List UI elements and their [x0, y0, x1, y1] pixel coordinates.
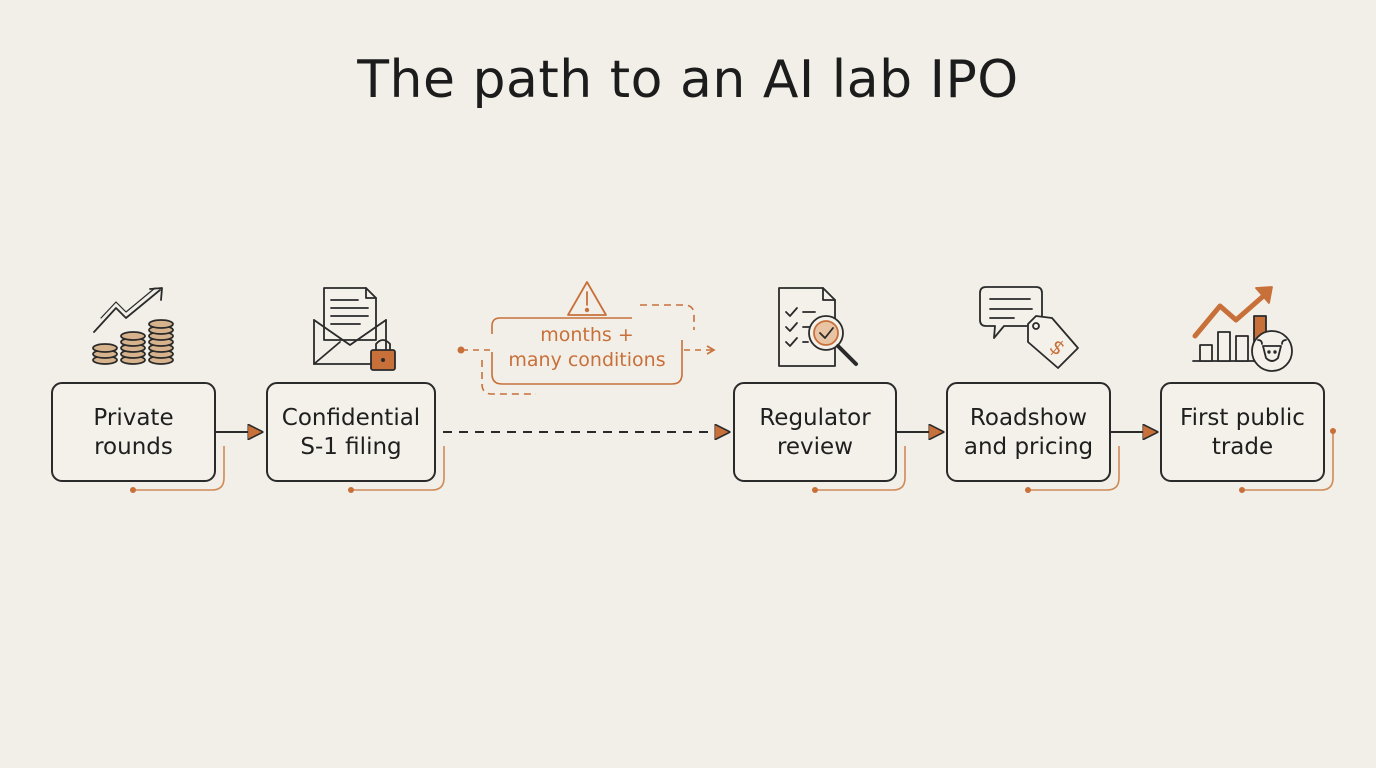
- callout-line: months +: [540, 324, 634, 346]
- step-label-confidential-filing: Confidential S-1 filing: [267, 404, 435, 462]
- step-label-line: review: [776, 434, 854, 460]
- callout-text: months + many conditions: [492, 323, 682, 373]
- step-label-first-trade: First public trade: [1161, 404, 1324, 462]
- step-label-line: rounds: [94, 434, 173, 460]
- step-label-line: and pricing: [963, 434, 1094, 460]
- warning-icon: [567, 281, 607, 316]
- step-label-private-rounds: Private rounds: [52, 404, 215, 462]
- delay-callout: [457, 304, 716, 395]
- callout-border: [491, 317, 632, 334]
- step-label-line: Roadshow: [969, 405, 1088, 431]
- step-label-line: Confidential: [281, 405, 421, 431]
- step-label-line: Regulator: [759, 405, 871, 431]
- step-label-line: First public: [1180, 405, 1305, 431]
- step-label-regulator-review: Regulator review: [734, 404, 896, 462]
- step-box-roadshow-pricing: [946, 382, 1111, 482]
- step-box-private-rounds: [51, 382, 216, 482]
- step-box-regulator-review: [733, 382, 897, 482]
- step-label-line: trade: [1211, 434, 1274, 460]
- step-label-line: Private: [93, 405, 174, 431]
- checklist-magnifier-icon: [778, 287, 858, 367]
- rising-coins-icon: [92, 287, 174, 365]
- step-box-confidential-filing: [266, 382, 436, 482]
- step-label-roadshow-pricing: Roadshow and pricing: [947, 404, 1110, 462]
- locked-envelope-icon: [313, 287, 396, 371]
- callout-line: many conditions: [508, 349, 666, 371]
- speech-bubble-price-tag-icon: $: [979, 286, 1079, 369]
- page-title: The path to an AI lab IPO: [357, 50, 1019, 110]
- step-label-line: S-1 filing: [300, 434, 402, 460]
- bull-market-chart-icon: [1192, 286, 1293, 372]
- box-accent-lines: [130, 428, 1336, 493]
- step-box-first-trade: [1160, 382, 1325, 482]
